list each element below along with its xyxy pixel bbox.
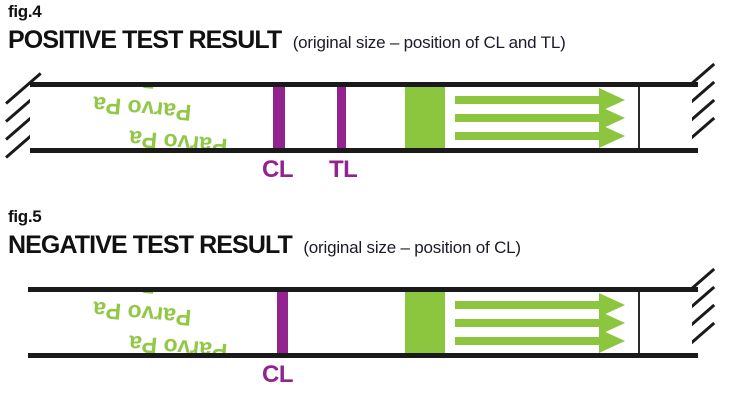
strip-top-border [30, 82, 698, 87]
figure-title-row: NEGATIVE TEST RESULT (original size – po… [8, 231, 521, 260]
control-line-band [273, 86, 285, 148]
test-strip-positive: Parvo Pa Parvo Pa Parvo Pa [0, 60, 729, 183]
strip-divider [638, 291, 640, 353]
flow-arrow-1 [455, 293, 625, 317]
marker-label-cl: CL [262, 156, 294, 183]
strip-bottom-border [28, 353, 698, 358]
watermark-text-2: Parvo Pa [127, 330, 229, 353]
flow-arrows [455, 291, 635, 353]
conjugate-pad [405, 291, 445, 353]
figure-positive-test-result: fig.4 POSITIVE TEST RESULT (original siz… [0, 0, 729, 200]
figure-negative-test-result: fig.5 NEGATIVE TEST RESULT (original siz… [0, 205, 729, 407]
page-title: NEGATIVE TEST RESULT [8, 231, 293, 259]
strip-top-border [28, 287, 698, 292]
control-line-band [277, 291, 288, 353]
test-line-band [337, 86, 346, 148]
figure-subtitle: (original size – position of CL and TL) [292, 33, 566, 52]
figure-title-row: POSITIVE TEST RESULT (original size – po… [8, 26, 566, 55]
marker-label-cl: CL [262, 361, 294, 388]
flow-arrow-3 [455, 124, 625, 148]
watermark-text-1: Parvo Pa [91, 296, 193, 331]
strip-window: Parvo Pa Parvo Pa Parvo Pa [30, 86, 692, 148]
flow-arrows [455, 86, 635, 148]
figure-number-label: fig.4 [8, 2, 42, 21]
flow-arrow-2 [455, 311, 625, 335]
marker-label-tl: TL [329, 156, 358, 183]
page-title: POSITIVE TEST RESULT [8, 26, 282, 54]
figure-subtitle: (original size – position of CL) [303, 238, 521, 257]
conjugate-pad [405, 86, 445, 148]
flow-arrow-3 [455, 329, 625, 353]
figure-number-label: fig.5 [8, 207, 42, 226]
strip-window: Parvo Pa Parvo Pa Parvo Pa [30, 291, 692, 353]
test-strip-negative: Parvo Pa Parvo Pa Parvo Pa [0, 265, 729, 388]
flow-arrow-2 [455, 106, 625, 130]
watermark-text-1: Parvo Pa [91, 91, 193, 126]
strip-bottom-border [30, 148, 698, 153]
watermark-text-2: Parvo Pa [127, 125, 229, 148]
strip-divider [638, 86, 640, 148]
flow-arrow-1 [455, 88, 625, 112]
